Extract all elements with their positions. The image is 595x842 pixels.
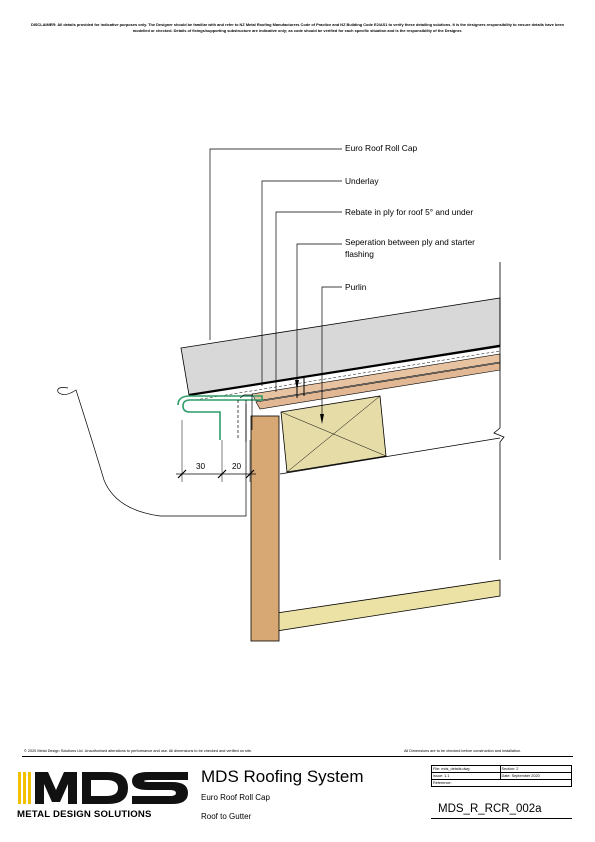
drawing-code: MDS_R_RCR_002a xyxy=(438,803,542,815)
callout-rebate: Rebate in ply for roof 5° and under xyxy=(345,207,474,217)
leader-purlin xyxy=(321,286,342,418)
footer-divider xyxy=(22,756,573,757)
gutter xyxy=(57,387,247,517)
callout-roll-cap: Euro Roof Roll Cap xyxy=(345,143,418,153)
verify-note: All Dimensions are to be checked before … xyxy=(404,749,522,753)
drawing-subtitle-2: Roof to Gutter xyxy=(201,812,252,821)
file-label: File: mds_details.dwg xyxy=(431,765,501,773)
leader-underlay xyxy=(261,180,342,386)
date-label: Date: September 2020 xyxy=(499,772,573,780)
drawing-code-underline xyxy=(431,818,572,819)
callout-separation-line2: flashing xyxy=(345,249,374,259)
title-block-table: File: mds_details.dwg Section: 2 Issue: … xyxy=(431,765,573,787)
callout-separation-line1: Seperation between ply and starter xyxy=(345,237,475,247)
leader-rebate xyxy=(275,211,342,392)
starter-flashing xyxy=(177,395,263,440)
fascia-board xyxy=(250,415,280,642)
company-name: METAL DESIGN SOLUTIONS xyxy=(17,809,152,820)
issue-label: Issue: 1.1 xyxy=(431,772,501,780)
drawing-title: MDS Roofing System xyxy=(201,767,364,786)
leader-separation xyxy=(296,243,342,384)
break-line-top xyxy=(493,262,505,560)
drawing-subtitle-1: Euro Roof Roll Cap xyxy=(201,793,270,802)
disclaimer-text: DISCLAIMER: All details provided for ind… xyxy=(30,22,565,33)
dimension-30: 30 xyxy=(196,462,206,471)
sheet-label: Section: 2 xyxy=(499,765,573,773)
leader-roll-cap xyxy=(209,148,342,340)
mds-logo xyxy=(18,772,188,804)
dimension-20: 20 xyxy=(232,462,242,471)
callout-purlin: Purlin xyxy=(345,282,367,292)
callout-underlay: Underlay xyxy=(345,176,379,186)
reference-label: Reference: xyxy=(431,779,572,787)
copyright-text: © 2020 Metal Design Solutions Ltd. Unaut… xyxy=(24,749,253,753)
roof-underlay-dark xyxy=(188,344,501,397)
